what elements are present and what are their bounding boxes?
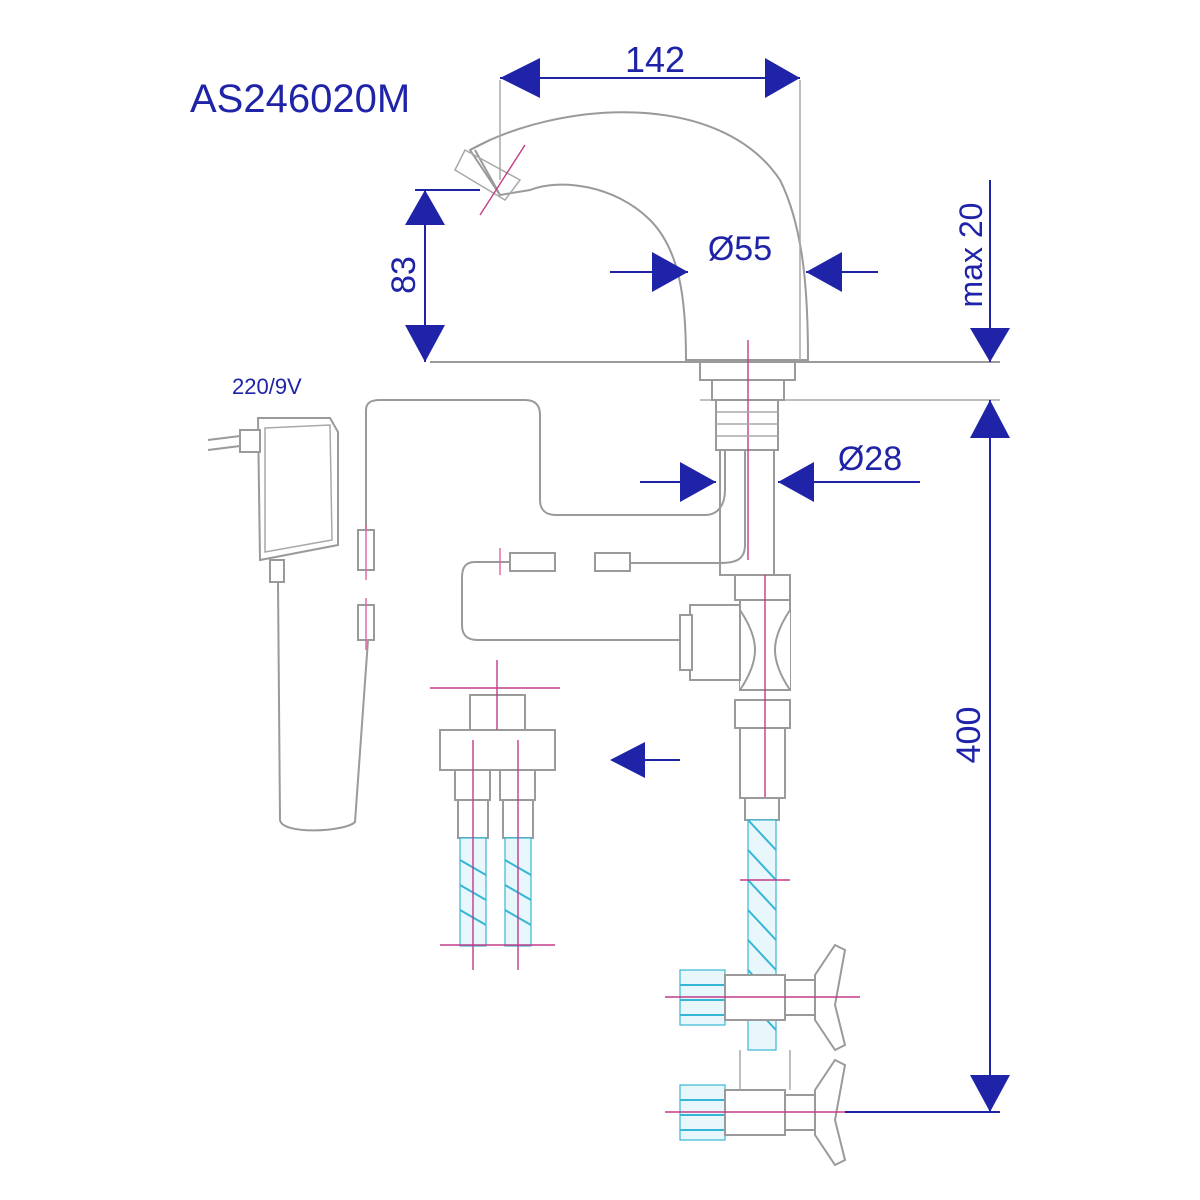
faucet-spout bbox=[454, 80, 810, 361]
dimension-base-diameter: Ø55 bbox=[610, 230, 878, 292]
max-thickness-value: max 20 bbox=[953, 203, 989, 308]
solenoid-valve bbox=[679, 574, 791, 890]
angle-valve-lower bbox=[665, 1050, 860, 1167]
dimension-max-thickness: max 20 bbox=[953, 180, 1010, 362]
dimension-height: 83 bbox=[385, 189, 480, 362]
mixing-connector bbox=[430, 660, 560, 970]
height-value: 83 bbox=[385, 256, 423, 294]
width-value: 142 bbox=[625, 39, 685, 80]
direction-arrow bbox=[610, 742, 680, 778]
dimension-width: 142 bbox=[500, 39, 800, 98]
faucet-shank bbox=[699, 340, 796, 576]
angle-valve-upper bbox=[665, 943, 860, 1052]
dimension-shank-diameter: Ø28 bbox=[640, 440, 920, 502]
power-adapter bbox=[207, 417, 375, 832]
shank-diameter-value: Ø28 bbox=[838, 440, 902, 478]
dimension-hose-length: 400 bbox=[845, 400, 1010, 1113]
model-code: AS246020M bbox=[190, 77, 410, 121]
hose-length-value: 400 bbox=[950, 707, 988, 764]
base-diameter-value: Ø55 bbox=[708, 230, 772, 268]
power-label: 220/9V bbox=[232, 374, 302, 399]
sensor-cable bbox=[357, 399, 746, 641]
